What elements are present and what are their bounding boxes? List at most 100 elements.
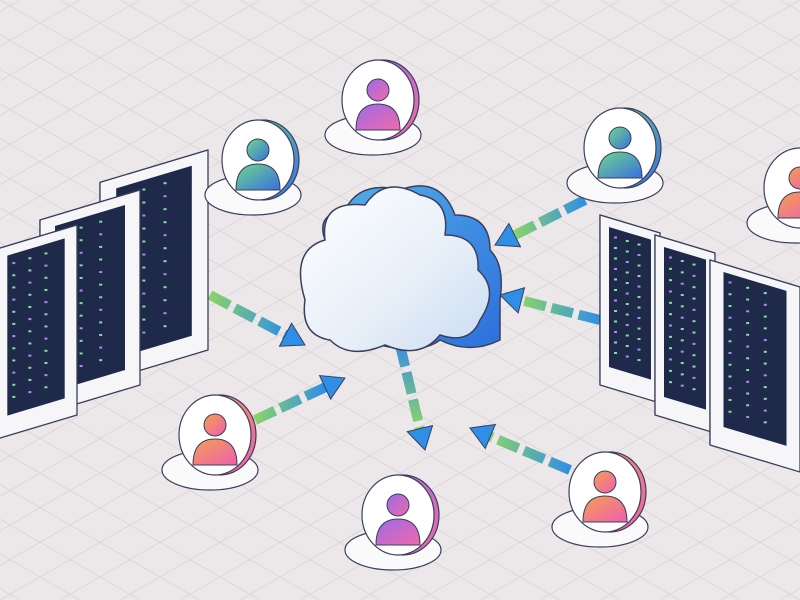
rack-led [28, 378, 32, 381]
rack-led [669, 369, 672, 372]
rack-led [692, 331, 696, 334]
rack-panel [723, 272, 787, 446]
rack-led [163, 195, 167, 198]
rack-led [625, 292, 629, 295]
arrow-shaft [252, 382, 328, 425]
rack-led [637, 243, 641, 246]
rack-led [746, 380, 750, 383]
rack-led [12, 286, 16, 289]
grid-line [299, 310, 800, 600]
rack-led [99, 233, 103, 236]
user-avatar-icon [551, 451, 649, 548]
rack-led [692, 365, 696, 368]
grid-line [359, 0, 800, 255]
rack-led [44, 386, 48, 389]
rack-led [680, 373, 684, 376]
rack-led [625, 240, 629, 243]
rack-led [637, 264, 641, 267]
rack-led [99, 283, 103, 286]
rack-led [12, 359, 16, 362]
rack-led [28, 330, 32, 333]
rack-led [28, 366, 32, 369]
grid-line [539, 449, 800, 600]
rack-led [142, 240, 146, 243]
arrow-shaft [395, 343, 425, 430]
rack-led [625, 355, 629, 358]
avatar-head [203, 413, 227, 437]
rack-led [614, 268, 617, 270]
rack-led [142, 227, 146, 230]
rack-led [28, 354, 32, 357]
rack-led [637, 254, 641, 257]
rack-led [669, 279, 672, 282]
arrowhead [469, 423, 497, 450]
rack-led [669, 358, 672, 361]
rack-led [99, 308, 103, 311]
server-rack-icon [0, 224, 78, 439]
grid-line [539, 0, 800, 151]
grid-line [479, 0, 800, 186]
rack-led [680, 260, 684, 263]
rack-led [44, 252, 48, 255]
avatar-head [593, 470, 617, 494]
rack-led [669, 347, 672, 350]
rack-led [28, 257, 32, 260]
rack-led [79, 239, 83, 242]
rack-led [625, 261, 629, 264]
rack-led [614, 257, 617, 260]
rack-led [79, 339, 83, 342]
rack-led [163, 247, 167, 250]
rack-led [142, 214, 146, 217]
grid-line [479, 414, 800, 600]
arrow-shaft [520, 295, 602, 325]
grid-line [359, 345, 800, 600]
grid-line [59, 172, 800, 600]
rack-led [625, 345, 629, 348]
rack-led [763, 303, 767, 306]
rack-led [79, 327, 83, 330]
rack-led [12, 274, 16, 277]
rack-led [746, 286, 750, 289]
grid-line [0, 0, 321, 186]
avatar-body [355, 103, 401, 131]
rack-led [99, 359, 103, 362]
rack-led [79, 264, 83, 267]
avatar-head [246, 138, 270, 162]
rack-led [669, 313, 672, 316]
rack-led [142, 279, 146, 282]
server-rack-icon [599, 214, 661, 404]
rack-led [728, 399, 732, 401]
rack-led [625, 303, 629, 306]
rack-panel [664, 247, 706, 410]
rack-led [637, 306, 641, 309]
rack-led [44, 276, 48, 279]
rack-led [163, 299, 167, 302]
rack-led [763, 315, 767, 318]
rack-led [163, 273, 167, 276]
rack-led [692, 342, 696, 345]
rack-led [728, 410, 732, 413]
rack-led [28, 342, 32, 345]
rack-led [625, 271, 629, 274]
rack-led [142, 266, 146, 269]
rack-led [142, 331, 146, 334]
arrow-icon [207, 290, 306, 347]
rack-led [728, 281, 732, 284]
rack-led [680, 384, 684, 387]
rack-led [12, 347, 16, 350]
rack-led [637, 348, 641, 351]
rack-led [637, 296, 641, 299]
user-avatar-icon [161, 394, 259, 491]
data-flow-arrows [207, 195, 602, 475]
rack-led [12, 322, 16, 325]
cloud-icon [299, 185, 502, 353]
rack-led [99, 321, 103, 324]
rack-led [692, 354, 696, 357]
server-rack-icon [654, 234, 716, 434]
user-group [161, 59, 800, 571]
grid-line [0, 0, 381, 220]
rack-led [763, 397, 767, 400]
rack-led [614, 247, 617, 249]
rack-led [625, 282, 629, 285]
